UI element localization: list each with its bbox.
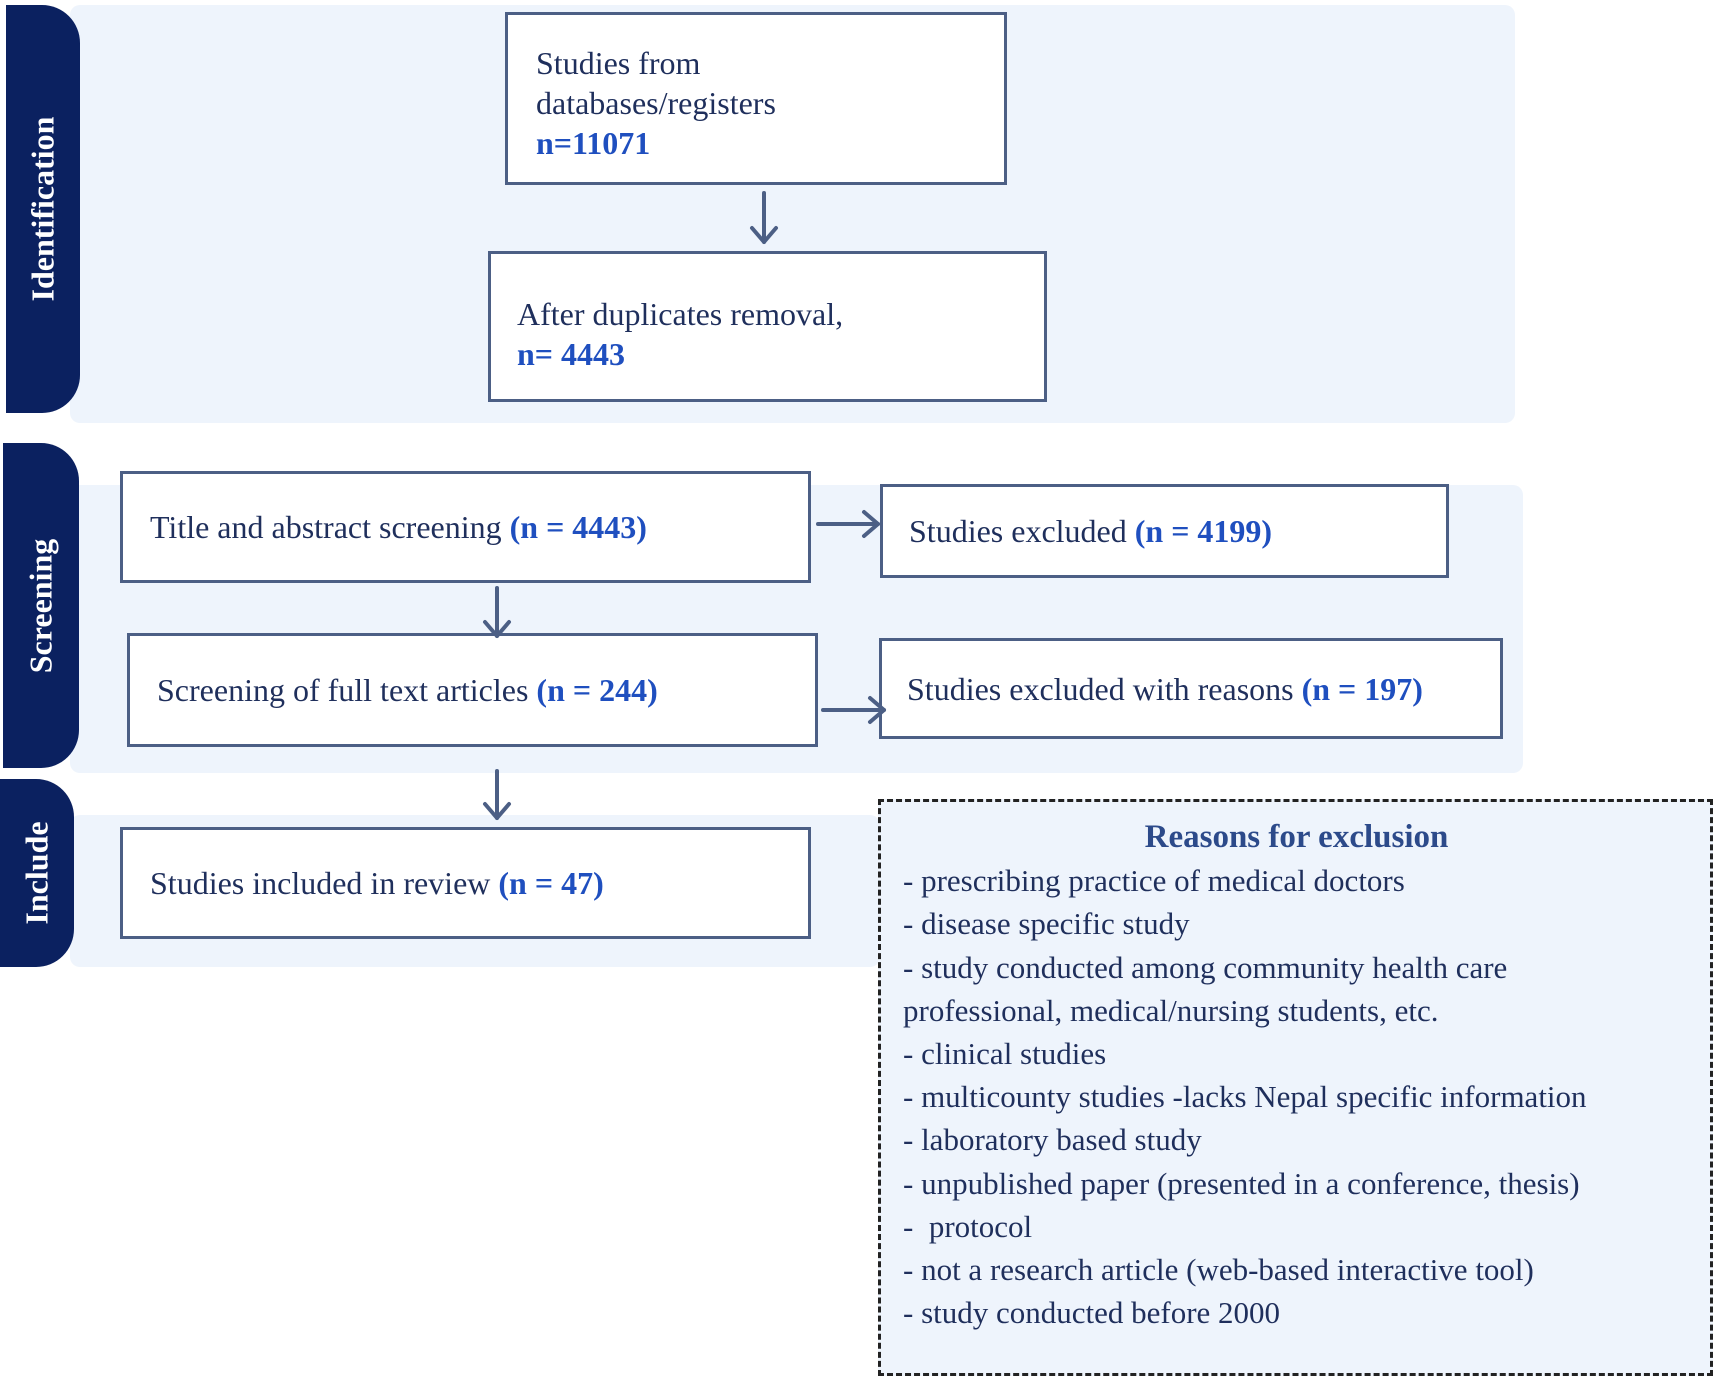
reason-item: - disease specific study: [903, 906, 1190, 942]
reason-item: - not a research article (web-based inte…: [903, 1252, 1534, 1288]
excluded-2-count: (n = 197): [1301, 670, 1423, 707]
included-box: Studies included in review (n = 47): [120, 827, 811, 939]
reason-item: - protocol: [903, 1208, 1033, 1244]
arrow-fulltext-to-included: [483, 769, 511, 820]
reason-item: - laboratory based study: [903, 1122, 1202, 1158]
reason-item: - study conducted before 2000: [903, 1295, 1281, 1331]
include-stage-label: Include: [0, 779, 74, 967]
reason-item: - unpublished paper (presented in a conf…: [903, 1165, 1580, 1201]
reason-item: - prescribing practice of medical doctor…: [903, 863, 1405, 899]
arrow-title-to-fulltext: [483, 586, 511, 638]
excluded-2-text: Studies excluded with reasons: [907, 670, 1302, 707]
databases-box: Studies from databases/registers n=11071: [505, 12, 1007, 185]
arrow-databases-to-duplicates: [750, 191, 778, 244]
reason-item: - multicounty studies -lacks Nepal speci…: [903, 1079, 1587, 1115]
full-text-box: Screening of full text articles (n = 244…: [127, 633, 818, 747]
excluded-box-2: Studies excluded with reasons (n = 197): [879, 638, 1503, 739]
reason-item: - study conducted among community health…: [903, 949, 1508, 1028]
reasons-title: Reasons for exclusion: [1144, 819, 1449, 855]
excluded-1-count: (n = 4199): [1134, 513, 1273, 549]
duplicates-removed-box: After duplicates removal, n= 4443: [488, 251, 1047, 402]
screening-stage-label: Screening: [3, 443, 79, 768]
full-text-text: Screening of full text articles: [157, 672, 537, 708]
full-text-count: (n = 244): [536, 672, 658, 708]
duplicates-text: After duplicates removal,: [517, 296, 844, 332]
reasons-for-exclusion-box: Reasons for exclusion - prescribing prac…: [878, 799, 1713, 1376]
title-abstract-text: Title and abstract screening: [150, 509, 510, 545]
reason-item: - clinical studies: [903, 1036, 1107, 1072]
databases-count: n=11071: [536, 125, 651, 161]
identification-stage-label: Identification: [6, 5, 80, 413]
databases-line2: databases/registers: [536, 85, 776, 121]
databases-line1: Studies from: [536, 45, 701, 81]
excluded-1-text: Studies excluded: [909, 513, 1135, 549]
arrow-fulltext-to-excluded: [821, 696, 886, 724]
included-count: (n = 47): [498, 865, 604, 901]
duplicates-count: n= 4443: [517, 336, 626, 372]
included-text: Studies included in review: [150, 865, 499, 901]
title-abstract-box: Title and abstract screening (n = 4443): [120, 471, 811, 583]
title-abstract-count: (n = 4443): [509, 509, 647, 545]
excluded-box-1: Studies excluded (n = 4199): [880, 484, 1449, 578]
arrow-title-to-excluded: [816, 510, 880, 538]
